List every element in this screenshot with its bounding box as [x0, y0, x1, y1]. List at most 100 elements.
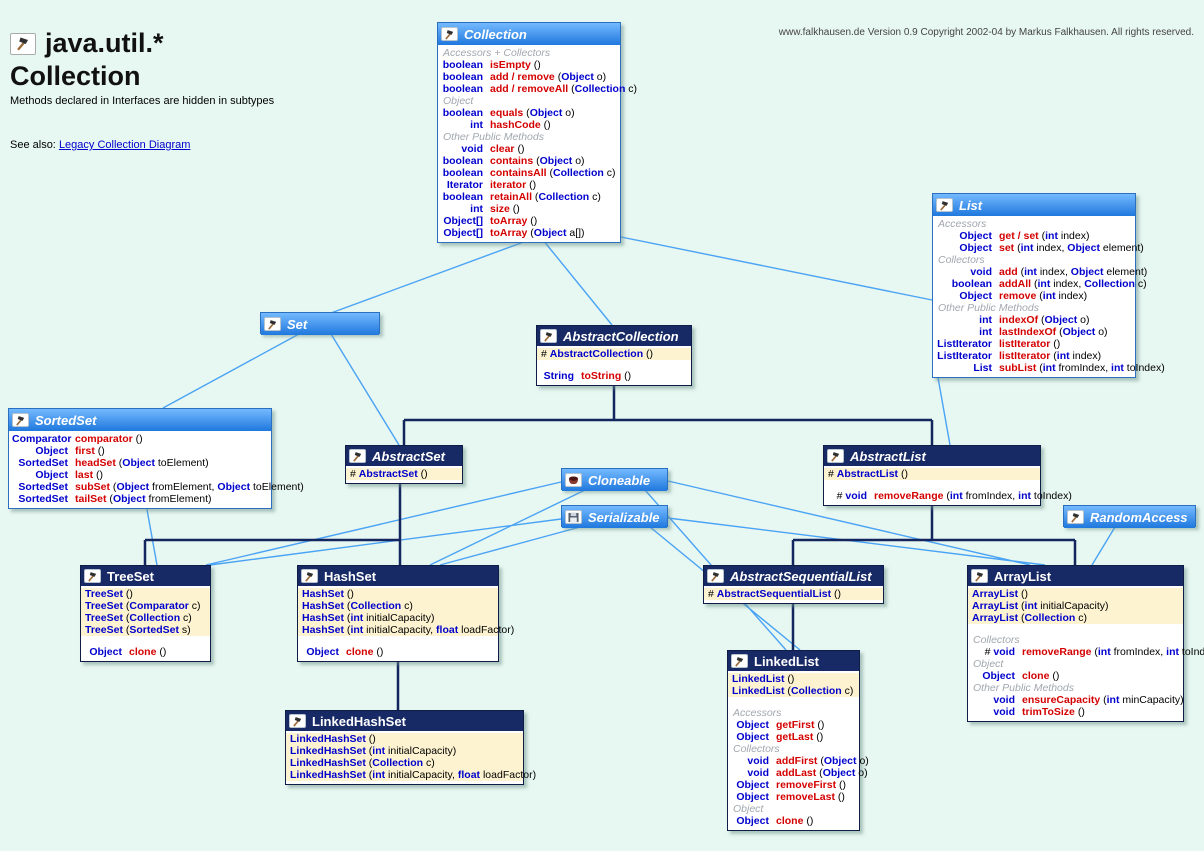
class-header-sorted-set: SortedSet: [9, 409, 271, 431]
return-type: Object: [736, 731, 769, 743]
return-type: boolean: [442, 83, 483, 95]
method-signature: ensureCapacity (int minCapacity): [1022, 694, 1184, 706]
method-signature: HashSet (int initialCapacity): [302, 612, 435, 624]
method-signature: listIterator (int index): [999, 350, 1102, 362]
cup-icon: [565, 473, 582, 487]
class-title: TreeSet: [107, 568, 154, 584]
return-type: void: [747, 755, 769, 767]
method-signature: iterator (): [490, 179, 537, 191]
return-type: ListIterator: [937, 338, 992, 350]
method-signature: indexOf (Object o): [999, 314, 1090, 326]
class-header-set: Set: [261, 313, 379, 335]
method-signature: toArray (): [490, 215, 538, 227]
method-signature: contains (Object o): [490, 155, 585, 167]
method-row: Iterator iterator (): [438, 179, 620, 191]
hammer-icon: [264, 317, 281, 331]
method-signature: LinkedHashSet (int initialCapacity, floa…: [290, 769, 537, 781]
constructor-row: # AbstractCollection (): [537, 348, 691, 360]
method-signature: ArrayList (int initialCapacity): [972, 600, 1109, 612]
hammer-icon: [1067, 510, 1084, 524]
method-signature: retainAll (Collection c): [490, 191, 601, 203]
method-row: Object[] toArray (): [438, 215, 620, 227]
method-signature: clone (): [129, 646, 167, 658]
method-signature: tailSet (Object fromElement): [75, 493, 212, 505]
constructor-row: LinkedHashSet (int initialCapacity): [286, 745, 523, 757]
hammer-icon: [936, 198, 953, 212]
title-block: java.util.* Collection Methods declared …: [10, 28, 274, 151]
return-type: Object: [736, 719, 769, 731]
return-type: boolean: [442, 167, 483, 179]
return-type: Object: [959, 230, 992, 242]
return-type: Object: [736, 779, 769, 791]
class-box-abstract-set: AbstractSet# AbstractSet (): [345, 445, 463, 484]
method-signature: TreeSet (Comparator c): [85, 600, 201, 612]
return-type: Object: [959, 242, 992, 254]
hammer-icon: [971, 569, 988, 583]
class-title: AbstractSequentialList: [730, 568, 872, 584]
return-type: Iterator: [446, 179, 483, 191]
hammer-icon: [540, 329, 557, 343]
constructor-row: TreeSet (SortedSet s): [81, 624, 210, 636]
method-signature: hashCode (): [490, 119, 551, 131]
method-row: Object set (int index, Object element): [933, 242, 1143, 254]
class-body: ArrayList ()ArrayList (int initialCapaci…: [968, 586, 1204, 721]
return-type: Object[]: [443, 215, 483, 227]
class-body: LinkedList ()LinkedList (Collection c)Ac…: [728, 671, 869, 830]
class-title: Set: [287, 316, 308, 332]
constructor-row: # AbstractList (): [824, 468, 1040, 480]
class-title: RandomAccess: [1090, 509, 1188, 525]
class-box-random-access: RandomAccess: [1063, 505, 1196, 528]
hammer-icon: [349, 449, 366, 463]
method-signature: clone (): [776, 815, 814, 827]
constructor-row: # AbstractSet (): [346, 468, 462, 480]
class-body: TreeSet ()TreeSet (Comparator c)TreeSet …: [81, 586, 210, 661]
method-signature: getFirst (): [776, 719, 825, 731]
spacer-row: [968, 624, 1183, 634]
method-signature: addAll (int index, Collection c): [999, 278, 1147, 290]
method-signature: set (int index, Object element): [999, 242, 1144, 254]
class-header-linked-list: LinkedList: [728, 651, 859, 671]
spacer-row: [298, 636, 498, 646]
method-signature: TreeSet (): [85, 588, 133, 600]
constructor-row: # AbstractSequentialList (): [704, 588, 883, 600]
return-type: Comparator: [12, 433, 72, 445]
constructor-row: LinkedList (): [728, 673, 859, 685]
class-header-random-access: RandomAccess: [1064, 506, 1195, 528]
method-signature: removeLast (): [776, 791, 845, 803]
return-type: Object: [306, 646, 339, 658]
method-signature: HashSet (Collection c): [302, 600, 413, 612]
interface-connectors: [145, 236, 1116, 651]
class-header-abstract-list: AbstractList: [824, 446, 1040, 466]
method-signature: TreeSet (SortedSet s): [85, 624, 191, 636]
method-signature: removeFirst (): [776, 779, 847, 791]
method-signature: remove (int index): [999, 290, 1088, 302]
legacy-diagram-link[interactable]: Legacy Collection Diagram: [58, 139, 191, 151]
return-type: boolean: [442, 71, 483, 83]
spacer-row: [81, 636, 210, 646]
constructor-row: ArrayList (): [968, 588, 1183, 600]
constructor-row: LinkedList (Collection c): [728, 685, 859, 697]
class-header-linked-hash-set: LinkedHashSet: [286, 711, 523, 731]
constructor-row: TreeSet (Collection c): [81, 612, 210, 624]
method-signature: clear (): [490, 143, 525, 155]
hammer-icon: [441, 27, 458, 41]
class-box-abstract-collection: AbstractCollection# AbstractCollection (…: [536, 325, 692, 386]
